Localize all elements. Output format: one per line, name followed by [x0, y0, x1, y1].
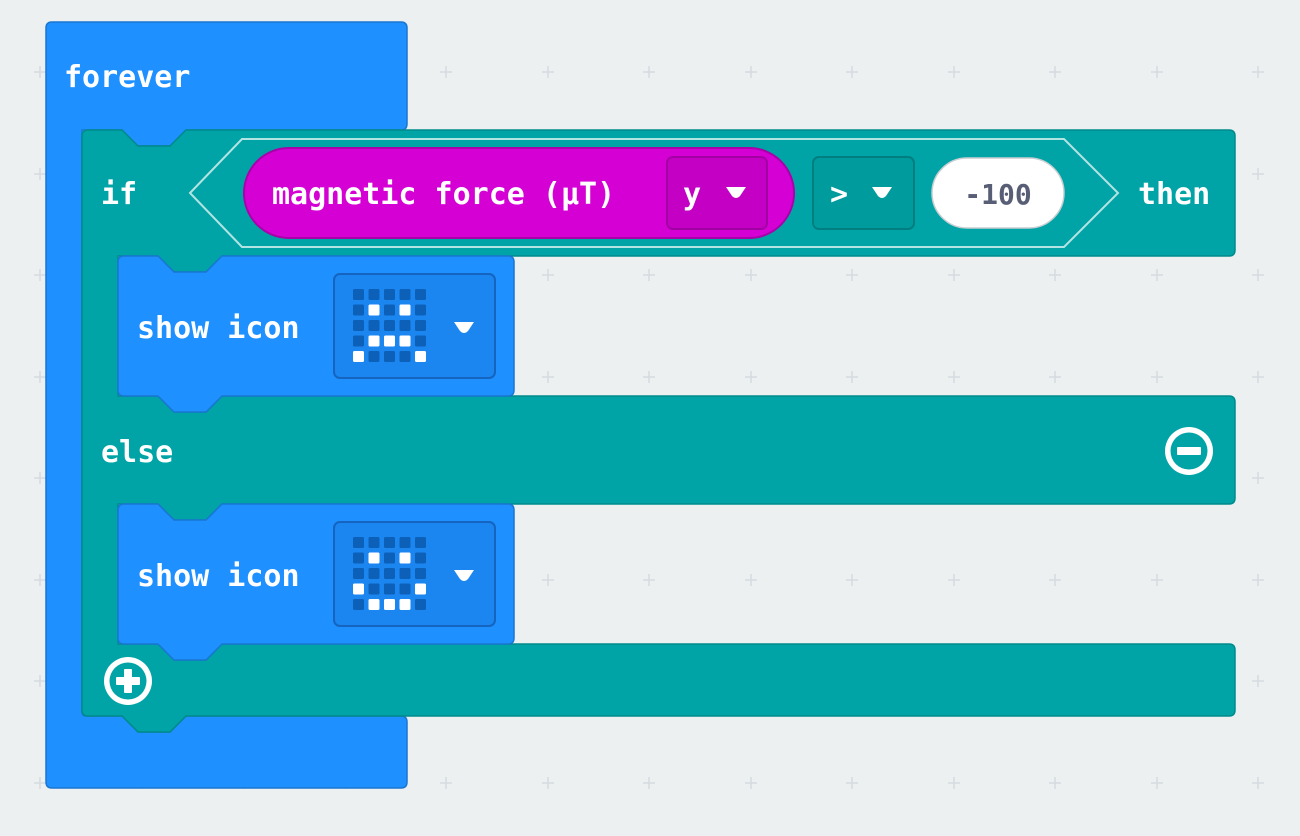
led-off: [415, 320, 426, 331]
show-icon-block-then[interactable]: show icon: [117, 255, 515, 413]
chevron-down-icon: [454, 322, 474, 333]
led-off: [353, 304, 364, 316]
if-label: if: [101, 177, 137, 212]
led-off: [353, 599, 364, 610]
led-on: [384, 599, 395, 610]
comparison-block[interactable]: magnetic force (μT) y > -100: [188, 138, 1120, 248]
compare-value-input[interactable]: -100: [931, 157, 1065, 229]
operator-dropdown[interactable]: >: [812, 156, 915, 230]
led-on: [399, 599, 411, 610]
if-else-block[interactable]: if magnetic force (μT) y >: [81, 129, 1236, 733]
led-off: [368, 568, 380, 579]
led-off: [368, 289, 380, 300]
then-label: then: [1138, 177, 1210, 212]
axis-value: y: [683, 177, 701, 212]
led-off: [399, 583, 411, 595]
chevron-down-icon: [726, 187, 746, 198]
led-on: [415, 583, 426, 595]
led-off: [415, 599, 426, 610]
axis-dropdown[interactable]: y: [666, 156, 768, 230]
compare-value: -100: [964, 178, 1031, 211]
led-off: [384, 583, 395, 595]
minus-circle-icon[interactable]: [1165, 427, 1213, 475]
led-off: [399, 537, 411, 548]
show-icon-label: show icon: [137, 559, 300, 594]
led-off: [415, 537, 426, 548]
led-on: [399, 304, 411, 316]
led-off: [415, 289, 426, 300]
led-off: [368, 351, 380, 362]
else-label: else: [101, 435, 173, 470]
led-on: [353, 351, 364, 362]
led-off: [384, 568, 395, 579]
led-off: [415, 335, 426, 347]
show-icon-block-else[interactable]: show icon: [117, 503, 515, 661]
led-off: [384, 304, 395, 316]
led-on: [399, 335, 411, 347]
led-off: [353, 552, 364, 564]
led-off: [368, 583, 380, 595]
led-off: [384, 289, 395, 300]
led-off: [353, 537, 364, 548]
led-off: [399, 568, 411, 579]
led-off: [353, 320, 364, 331]
icon-picker-dropdown[interactable]: [333, 273, 496, 379]
led-off: [384, 351, 395, 362]
led-off: [384, 552, 395, 564]
led-off: [353, 289, 364, 300]
led-off: [384, 320, 395, 331]
led-on: [368, 599, 380, 610]
led-off: [353, 335, 364, 347]
led-off: [399, 320, 411, 331]
operator-value: >: [830, 177, 848, 212]
led-off: [353, 568, 364, 579]
icon-picker-dropdown[interactable]: [333, 521, 496, 627]
led-on: [415, 351, 426, 362]
chevron-down-icon: [454, 570, 474, 581]
show-icon-label: show icon: [137, 311, 300, 346]
led-on: [368, 335, 380, 347]
led-off: [399, 289, 411, 300]
led-icon-preview: [353, 537, 426, 610]
led-on: [368, 304, 380, 316]
led-off: [368, 537, 380, 548]
led-icon-preview: [353, 289, 426, 362]
forever-label: forever: [64, 60, 190, 95]
magnetic-force-reporter[interactable]: magnetic force (μT) y: [243, 147, 795, 239]
led-off: [399, 351, 411, 362]
led-on: [399, 552, 411, 564]
led-off: [415, 552, 426, 564]
chevron-down-icon: [872, 187, 892, 198]
led-off: [384, 537, 395, 548]
led-on: [353, 583, 364, 595]
led-on: [384, 335, 395, 347]
led-off: [368, 320, 380, 331]
led-off: [415, 568, 426, 579]
led-off: [415, 304, 426, 316]
led-on: [368, 552, 380, 564]
magnetic-force-label: magnetic force (μT): [272, 177, 615, 212]
plus-circle-icon[interactable]: [104, 657, 152, 705]
